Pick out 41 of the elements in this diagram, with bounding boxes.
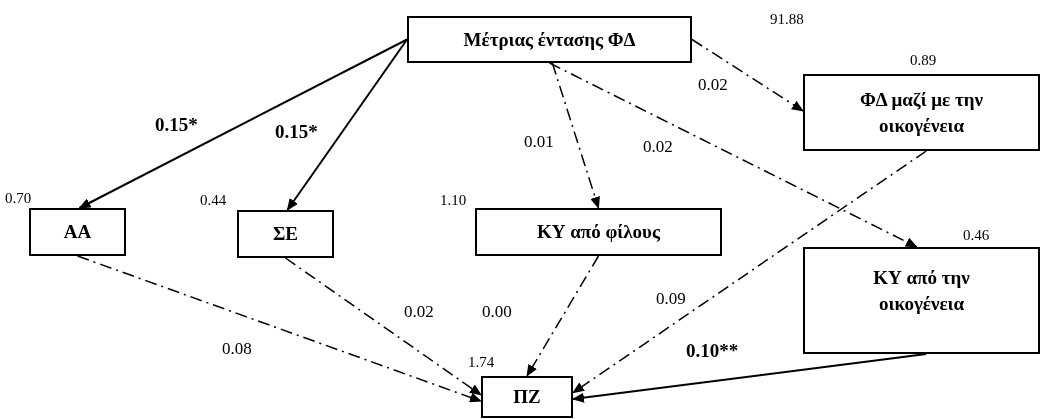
variable-name: ΑΑ bbox=[63, 220, 92, 245]
edge-label: 0.10** bbox=[686, 341, 739, 360]
variance-label: 91.88 bbox=[770, 12, 804, 27]
variable-box bbox=[803, 247, 1040, 354]
edge-label: 0.02 bbox=[698, 76, 728, 93]
variance-label: 1.74 bbox=[468, 355, 495, 370]
arrow bbox=[572, 353, 928, 403]
variance-label: 0.46 bbox=[963, 228, 990, 243]
variance-label: 0.44 bbox=[200, 193, 227, 208]
variance-label: 0.89 bbox=[910, 53, 937, 68]
variable-box bbox=[407, 16, 692, 63]
variable-box bbox=[481, 376, 573, 418]
variable-name: ΣΕ bbox=[272, 222, 299, 247]
variance-label: 0.70 bbox=[5, 191, 32, 206]
edge-label: 0.15* bbox=[275, 122, 318, 141]
arrow bbox=[548, 62, 918, 248]
variable-name: ΦΔ μαζί με την οικογένεια bbox=[859, 87, 984, 138]
variable-name: ΚΥ από την οικογένεια bbox=[872, 266, 971, 316]
arrow bbox=[551, 62, 600, 209]
variable-name: ΚΥ από φίλους bbox=[537, 220, 660, 245]
arrow bbox=[572, 150, 927, 394]
arrow bbox=[78, 38, 408, 209]
variable-name: ΠΖ bbox=[513, 385, 541, 410]
arrow bbox=[526, 255, 600, 377]
edge-label: 0.00 bbox=[482, 303, 512, 320]
variance-label: 1.10 bbox=[440, 193, 467, 208]
variable-name: Μέτριας έντασης ΦΔ bbox=[463, 27, 636, 52]
arrow bbox=[284, 257, 482, 396]
edge-label: 0.01 bbox=[524, 133, 554, 150]
variable-box bbox=[237, 210, 334, 258]
edge-label: 0.02 bbox=[404, 303, 434, 320]
variable-box bbox=[475, 208, 722, 256]
edge-label: 0.15* bbox=[155, 115, 198, 134]
edge-label: 0.02 bbox=[643, 138, 673, 155]
arrow bbox=[286, 38, 408, 211]
arrow bbox=[691, 38, 804, 112]
variable-box bbox=[803, 74, 1040, 151]
edge-label: 0.09 bbox=[656, 290, 686, 307]
edge-label: 0.08 bbox=[222, 340, 252, 357]
variable-box bbox=[29, 208, 126, 256]
arrow bbox=[76, 255, 482, 403]
